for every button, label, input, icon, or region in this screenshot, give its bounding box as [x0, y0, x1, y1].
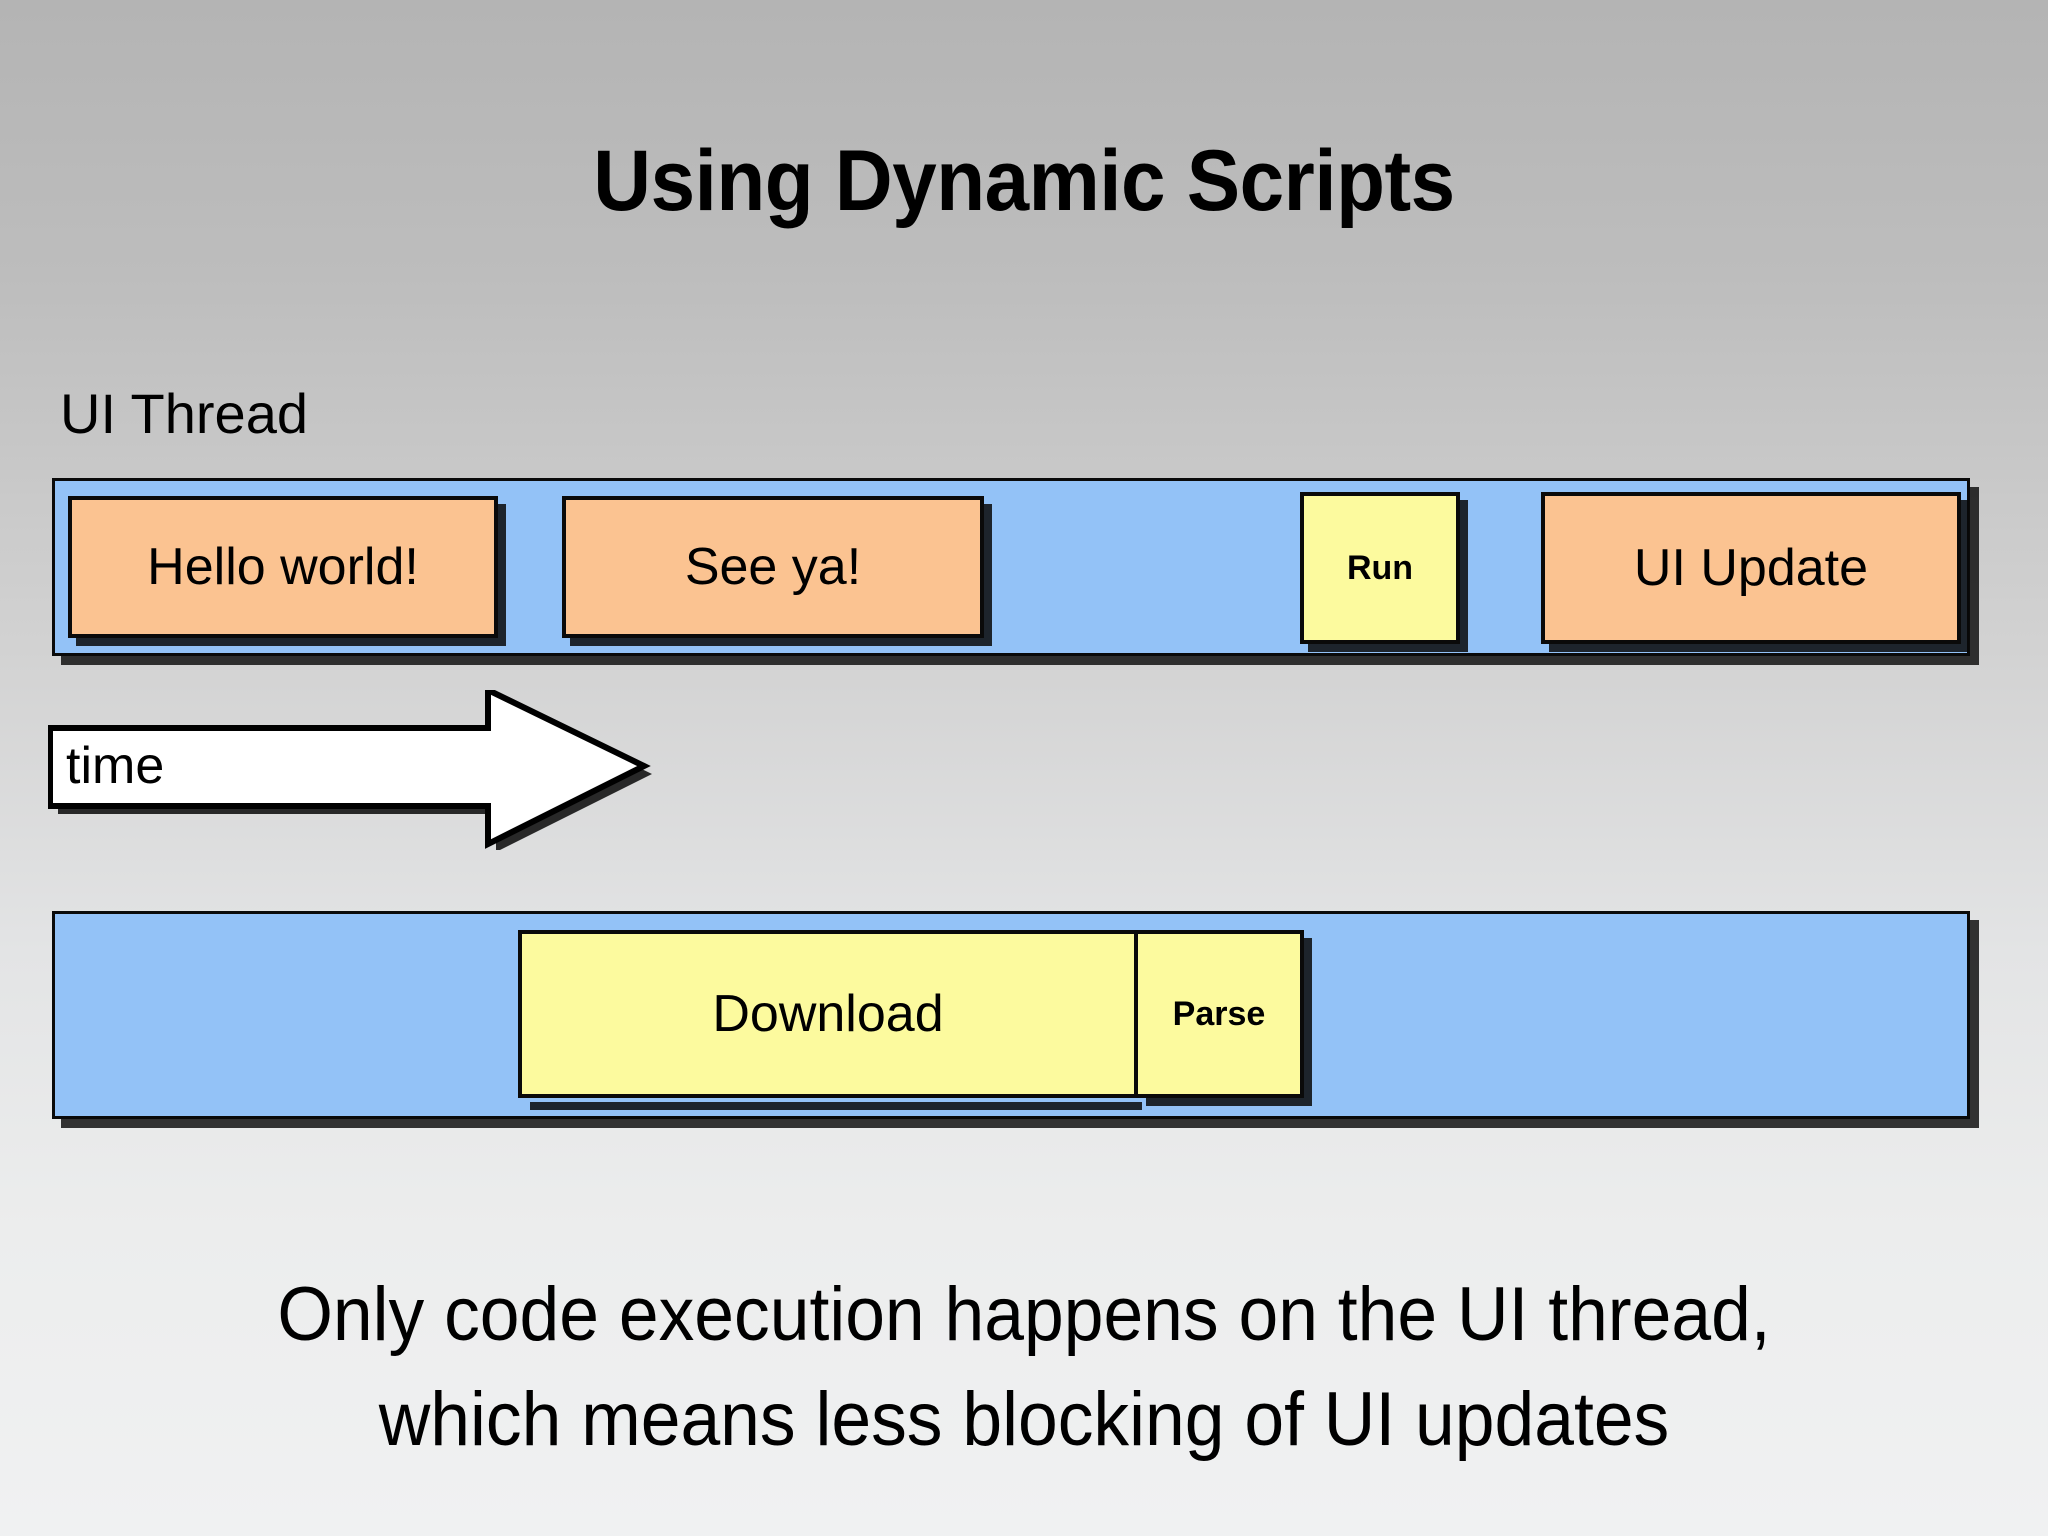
task-block-label: UI Update: [1633, 539, 1869, 597]
task-block-label: Download: [712, 985, 944, 1043]
task-block-parse[interactable]: Parse: [1138, 930, 1304, 1098]
task-block-see-ya[interactable]: See ya!: [562, 496, 984, 638]
task-block-run[interactable]: Run: [1300, 492, 1460, 644]
task-block-label: Hello world!: [147, 538, 419, 596]
task-block-ui-update[interactable]: UI Update: [1541, 492, 1961, 644]
task-block-label: See ya!: [684, 538, 862, 596]
time-arrow-body: [48, 690, 651, 849]
time-axis-arrow: time: [48, 690, 738, 850]
time-axis-label: time: [66, 737, 165, 795]
time-arrow-shape: [48, 690, 652, 850]
task-block-label: Run: [1346, 548, 1414, 587]
task-block-download[interactable]: Download: [518, 930, 1142, 1110]
ui-thread-label: UI Thread: [60, 382, 308, 445]
task-block-label: Parse: [1172, 994, 1266, 1033]
caption-line-1: Only code execution happens on the UI th…: [277, 1272, 1771, 1357]
slide-caption: Only code execution happens on the UI th…: [61, 1262, 1986, 1472]
page-title: Using Dynamic Scripts: [593, 133, 1455, 229]
caption-line-2: which means less blocking of UI updates: [378, 1377, 1670, 1462]
task-block-hello-world[interactable]: Hello world!: [68, 496, 498, 638]
